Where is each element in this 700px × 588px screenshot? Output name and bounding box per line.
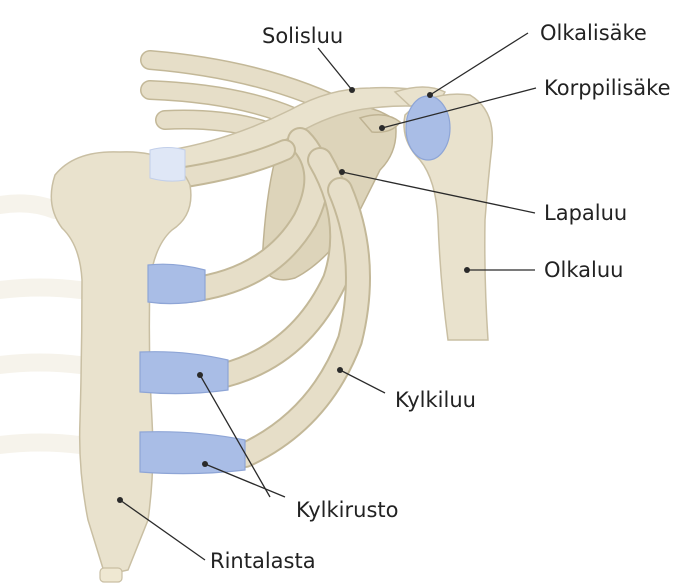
label-rintalasta: Rintalasta <box>210 549 316 573</box>
leader-solisluu <box>318 48 352 90</box>
label-kylkiluu: Kylkiluu <box>395 388 476 412</box>
label-solisluu: Solisluu <box>262 24 343 48</box>
leader-kylkiluu <box>340 370 385 393</box>
label-lapaluu: Lapaluu <box>544 201 627 225</box>
label-korppilisake: Korppilisäke <box>544 76 671 100</box>
xiphoid <box>100 568 122 582</box>
label-olkalisake: Olkalisäke <box>540 21 647 45</box>
leader-olkalisake <box>430 33 528 95</box>
humerus <box>404 94 492 340</box>
label-kylkirusto: Kylkirusto <box>296 498 398 522</box>
label-olkaluu: Olkaluu <box>544 258 623 282</box>
background-ribs <box>0 203 80 445</box>
